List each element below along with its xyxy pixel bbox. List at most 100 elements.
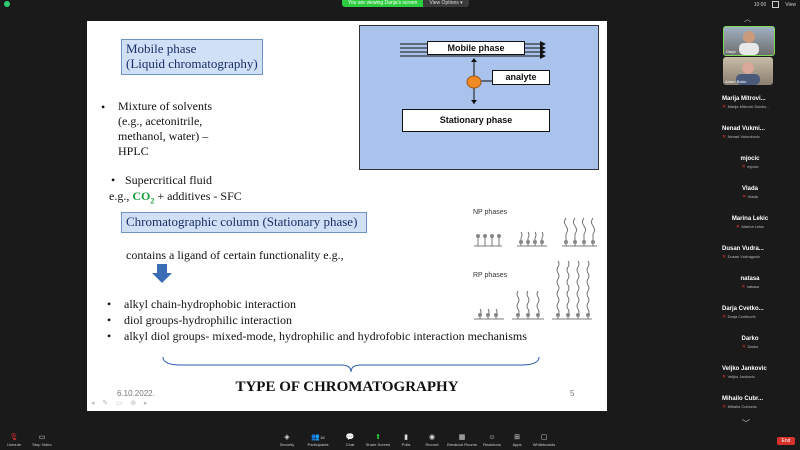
participant-sub: ✕ Darja Cvetković bbox=[722, 314, 756, 320]
grid-icon[interactable] bbox=[772, 1, 780, 8]
participant-tile[interactable]: Marina Lekic✕ Marina Lekic bbox=[722, 216, 778, 231]
shield-icon: ◈ bbox=[284, 434, 290, 441]
participant-tile[interactable]: Veljko Jankovic ✕ Veljko Jankovic bbox=[722, 366, 778, 381]
chevron-up-icon[interactable]: ︿ bbox=[744, 16, 751, 23]
unmute-button[interactable]: 🎙Unmute bbox=[0, 434, 34, 447]
person-video bbox=[739, 31, 759, 55]
participant-name: Vlada bbox=[741, 186, 758, 192]
mic-off-icon: ✕ bbox=[722, 314, 728, 320]
mic-off-icon: ✕ bbox=[722, 404, 728, 410]
curly-brace bbox=[162, 356, 540, 373]
sfc-suffix: + additives - SFC bbox=[154, 189, 242, 203]
participant-tile[interactable]: Vlada ✕ Vlada bbox=[722, 186, 778, 201]
participant-tile[interactable]: Dusan Vudra... ✕ Dusan Vudragovic bbox=[722, 246, 778, 261]
participant-tile[interactable]: Marija Mitrovi...✕ Marija Mitrović Danko… bbox=[722, 96, 778, 111]
top-right-controls: 10:00 View bbox=[754, 1, 796, 8]
participant-sub: ✕ Marija Mitrović Danko... bbox=[722, 104, 770, 110]
participant-name: Veljko Jankovic bbox=[722, 366, 767, 372]
clock: 10:00 bbox=[753, 1, 767, 8]
participant-sub: ✕ Dusan Vudragovic bbox=[722, 254, 761, 260]
slide-nav-tools[interactable]: ◂ ✎ ▭ ⊕ ▸ bbox=[91, 399, 151, 407]
hplc-line3: methanol, water) – bbox=[118, 129, 209, 143]
diagram-analyte: analyte bbox=[492, 70, 550, 85]
end-meeting-button[interactable]: End bbox=[777, 437, 795, 445]
mic-off-icon: ✕ bbox=[741, 164, 748, 170]
chat-button[interactable]: 💬Chat bbox=[330, 434, 370, 447]
video-tile-anton[interactable]: Anton Bokic bbox=[723, 57, 773, 85]
mic-off-icon: ✕ bbox=[722, 374, 728, 380]
participant-gallery: ︿ Darja Anton Bokic Marija Mitrovi...✕ M… bbox=[719, 14, 800, 434]
participant-sub: ✕ Nenad Vukmirovic bbox=[722, 134, 760, 140]
participant-tile[interactable]: Darja Cvetko... ✕ Darja Cvetković bbox=[722, 306, 778, 321]
share-screen-button[interactable]: ⬆Share Screen bbox=[358, 434, 398, 447]
shared-slide: Mobile phase (Liquid chromatography) • M… bbox=[87, 21, 607, 411]
participant-tile[interactable]: mjocic✕ mjocic bbox=[722, 156, 778, 171]
hplc-line2: (e.g., acetonitrile, bbox=[118, 114, 203, 128]
view-button[interactable]: View bbox=[785, 1, 796, 8]
diagram-stationary-phase: Stationary phase bbox=[402, 109, 550, 132]
slide-number: 5 bbox=[570, 389, 575, 398]
participant-name: Darko bbox=[741, 336, 759, 342]
reactions-icon: ☺ bbox=[488, 434, 496, 441]
people-icon: 👥16 bbox=[311, 434, 325, 441]
mic-off-icon: ✕ bbox=[741, 284, 747, 290]
participant-name: Mihailo Cubr... bbox=[722, 396, 764, 402]
shield-icon[interactable] bbox=[4, 1, 10, 7]
mic-muted-icon: 🎙 bbox=[9, 434, 19, 441]
participant-sub: ✕ natasa bbox=[741, 284, 759, 290]
slide-date: 6.10.2022. bbox=[117, 389, 155, 398]
participant-name: natasa bbox=[740, 276, 760, 282]
chat-icon: 💬 bbox=[345, 434, 355, 441]
sfc-line2: e.g., CO2 + additives - SFC bbox=[109, 189, 242, 208]
stop-video-button[interactable]: ▭Stop Video bbox=[22, 434, 62, 447]
ligand-text: contains a ligand of certain functionali… bbox=[126, 248, 344, 262]
view-options-button[interactable]: View Options ▾ bbox=[423, 0, 469, 7]
record-button[interactable]: ◉Record bbox=[412, 434, 452, 447]
sfc-co2-sub: 2 bbox=[150, 196, 155, 206]
chromatography-diagram: Mobile phase analyte Stationary phase bbox=[359, 25, 599, 170]
person-video bbox=[736, 62, 760, 85]
mic-off-icon: ✕ bbox=[735, 224, 742, 230]
video-tile-darja[interactable]: Darja bbox=[723, 26, 775, 56]
participant-sub: ✕ Vlada bbox=[742, 194, 758, 200]
record-icon: ◉ bbox=[428, 434, 436, 441]
interaction-2: diol groups-hydrophilic interaction bbox=[124, 313, 292, 327]
mobile-phase-line2: (Liquid chromatography) bbox=[126, 56, 258, 71]
participant-sub: ✕ Veljko Jankovic bbox=[722, 374, 755, 380]
participant-name: Darja Cvetko... bbox=[722, 306, 764, 312]
breakout-rooms-button[interactable]: ▦Breakout Rooms bbox=[442, 434, 482, 447]
reactions-button[interactable]: ☺Reactions bbox=[472, 434, 512, 447]
security-button[interactable]: ◈Security bbox=[267, 434, 307, 447]
apps-button[interactable]: ⊞Apps bbox=[497, 434, 537, 447]
hplc-line1: Mixture of solvents bbox=[118, 99, 212, 113]
polls-button[interactable]: ▮Polls bbox=[386, 434, 426, 447]
participant-sub: ✕ mjocic bbox=[741, 164, 759, 170]
whiteboards-button[interactable]: ▢Whiteboards bbox=[524, 434, 564, 447]
polls-icon: ▮ bbox=[404, 434, 408, 441]
chevron-down-icon[interactable]: ﹀ bbox=[742, 419, 750, 428]
down-arrow-stem bbox=[157, 264, 167, 274]
np-phases-figure bbox=[474, 217, 597, 247]
sfc-prefix: e.g., bbox=[109, 189, 133, 203]
participant-tile[interactable]: Nenad Vukmi... ✕ Nenad Vukmirovic bbox=[722, 126, 778, 141]
hplc-line4: HPLC bbox=[118, 144, 149, 158]
apps-icon: ⊞ bbox=[514, 434, 520, 441]
participant-sub: ✕ Darko bbox=[741, 344, 759, 350]
interaction-1: alkyl chain-hydrophobic interaction bbox=[124, 297, 296, 311]
mic-off-icon: ✕ bbox=[722, 104, 728, 110]
bullet-marker: • bbox=[107, 297, 112, 311]
column-box: Chromatographic column (Stationary phase… bbox=[121, 212, 367, 233]
participant-name: Dusan Vudra... bbox=[722, 246, 764, 252]
bullet-marker: • bbox=[107, 329, 112, 343]
mic-off-icon: ✕ bbox=[741, 344, 748, 350]
video-tile-name: Anton Bokic bbox=[725, 79, 747, 84]
participant-tile[interactable]: natasa ✕ natasa bbox=[722, 276, 778, 291]
bullet-marker: • bbox=[111, 173, 116, 187]
participant-tile[interactable]: Mihailo Cubr...✕ Mihailo Cubrovic bbox=[722, 396, 778, 411]
video-tile-name: Darja bbox=[726, 49, 736, 54]
participant-name: Nenad Vukmi... bbox=[722, 126, 765, 132]
participant-tile[interactable]: Darko ✕ Darko bbox=[722, 336, 778, 351]
bullet-marker: • bbox=[107, 313, 112, 327]
viewing-text: You are viewing Darija's screen bbox=[342, 0, 424, 7]
